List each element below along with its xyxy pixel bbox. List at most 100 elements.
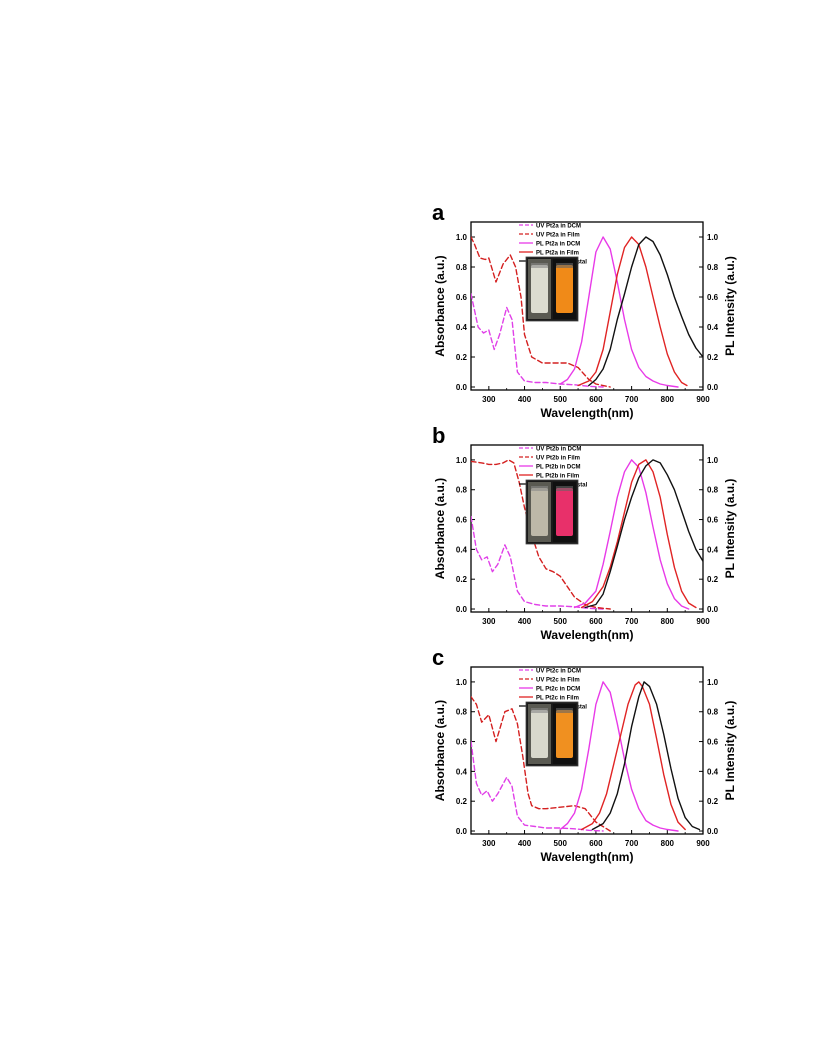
series-line-2	[573, 459, 690, 610]
series-line-4	[584, 459, 703, 609]
legend-label: PL Pt2a in DCM	[536, 242, 580, 248]
series-line-4	[591, 681, 701, 831]
y-left-tick-label: 0.4	[456, 323, 468, 332]
x-tick-label: 300	[482, 395, 496, 404]
vial-left-neck	[531, 708, 548, 713]
vial-right-neck	[556, 708, 573, 713]
x-tick-label: 900	[696, 839, 710, 848]
y-left-tick-label: 1.0	[456, 678, 468, 687]
series-line-0	[471, 293, 604, 388]
x-tick-label: 600	[589, 395, 603, 404]
y-left-tick-label: 0.4	[456, 545, 468, 554]
y-right-tick-label: 0.8	[707, 263, 719, 272]
vial-right-neck	[556, 263, 573, 268]
x-tick-label: 400	[518, 395, 532, 404]
series-line-1	[471, 459, 611, 610]
vial-right	[556, 710, 573, 758]
plot-frame	[470, 221, 704, 391]
vial-left	[531, 710, 548, 758]
x-tick-label: 900	[696, 617, 710, 626]
legend-label: UV Pt2a in Film	[536, 233, 580, 239]
vial-left	[531, 265, 548, 313]
x-tick-label: 600	[589, 617, 603, 626]
y-right-axis-label: PL Intensity (a.u.)	[723, 479, 737, 579]
y-right-tick-label: 0.6	[707, 516, 719, 525]
y-right-tick-label: 0.2	[707, 353, 719, 362]
panel-label: c	[432, 645, 444, 670]
x-tick-label: 900	[696, 395, 710, 404]
plot-frame	[470, 444, 704, 613]
y-right-tick-label: 1.0	[707, 678, 719, 687]
legend-label: PL Pt2c in Film	[536, 696, 579, 702]
x-tick-label: 800	[661, 617, 675, 626]
legend-label: PL Pt2c in DCM	[536, 687, 580, 693]
x-tick-label: 700	[625, 617, 639, 626]
vial-right	[556, 265, 573, 313]
y-right-tick-label: 0.4	[707, 323, 719, 332]
x-tick-label: 700	[625, 839, 639, 848]
series-line-0	[471, 515, 604, 610]
series-line-1	[471, 236, 611, 388]
vial-right	[556, 488, 573, 536]
x-axis-label: Wavelength(nm)	[541, 628, 634, 642]
legend-label: UV Pt2c in Film	[536, 678, 580, 684]
y-left-tick-label: 0.0	[456, 383, 468, 392]
y-right-tick-label: 0.6	[707, 293, 719, 302]
y-right-tick-label: 0.2	[707, 575, 719, 584]
legend-label: UV Pt2b in Film	[536, 456, 580, 462]
x-axis-label: Wavelength(nm)	[541, 850, 634, 864]
x-tick-label: 800	[661, 395, 675, 404]
series-line-2	[559, 681, 679, 832]
y-left-tick-label: 1.0	[456, 233, 468, 242]
plot-frame	[470, 666, 704, 835]
series-line-3	[580, 459, 697, 609]
y-right-tick-label: 0.8	[707, 486, 719, 495]
x-tick-label: 500	[554, 395, 568, 404]
y-left-tick-label: 0.8	[456, 486, 468, 495]
y-left-axis-label: Absorbance (a.u.)	[433, 478, 447, 579]
y-right-axis-label: PL Intensity (a.u.)	[723, 701, 737, 801]
y-right-tick-label: 1.0	[707, 456, 719, 465]
inset-vial-photo	[525, 701, 579, 767]
x-axis-label: Wavelength(nm)	[541, 406, 634, 420]
x-tick-label: 500	[554, 617, 568, 626]
legend-label: UV Pt2a in DCM	[536, 224, 581, 230]
y-left-tick-label: 0.0	[456, 605, 468, 614]
x-tick-label: 300	[482, 617, 496, 626]
y-left-tick-label: 0.8	[456, 708, 468, 717]
x-tick-label: 400	[518, 839, 532, 848]
y-left-tick-label: 1.0	[456, 456, 468, 465]
y-left-tick-label: 0.4	[456, 767, 468, 776]
legend-label: UV Pt2b in DCM	[536, 447, 581, 453]
y-right-tick-label: 0.0	[707, 383, 719, 392]
y-right-tick-label: 0.4	[707, 767, 719, 776]
legend-label: PL Pt2b in Film	[536, 474, 579, 480]
y-left-tick-label: 0.6	[456, 738, 468, 747]
vial-left	[531, 488, 548, 536]
y-right-tick-label: 0.0	[707, 605, 719, 614]
x-tick-label: 300	[482, 839, 496, 848]
y-left-tick-label: 0.2	[456, 575, 468, 584]
y-left-axis-label: Absorbance (a.u.)	[433, 255, 447, 356]
x-tick-label: 500	[554, 839, 568, 848]
y-left-tick-label: 0.2	[456, 353, 468, 362]
vial-right-neck	[556, 486, 573, 491]
x-tick-label: 600	[589, 839, 603, 848]
panel-label: b	[432, 423, 445, 448]
series-line-3	[580, 681, 686, 831]
y-left-axis-label: Absorbance (a.u.)	[433, 700, 447, 801]
vial-left-neck	[531, 263, 548, 268]
y-right-tick-label: 0.8	[707, 708, 719, 717]
y-right-tick-label: 0.2	[707, 797, 719, 806]
legend-label: UV Pt2c in DCM	[536, 669, 581, 675]
legend-label: PL Pt2b in DCM	[536, 465, 581, 471]
y-right-tick-label: 0.0	[707, 827, 719, 836]
y-left-tick-label: 0.8	[456, 263, 468, 272]
y-left-tick-label: 0.6	[456, 516, 468, 525]
inset-vial-photo	[525, 256, 579, 322]
y-left-tick-label: 0.6	[456, 293, 468, 302]
series-line-0	[471, 740, 604, 832]
